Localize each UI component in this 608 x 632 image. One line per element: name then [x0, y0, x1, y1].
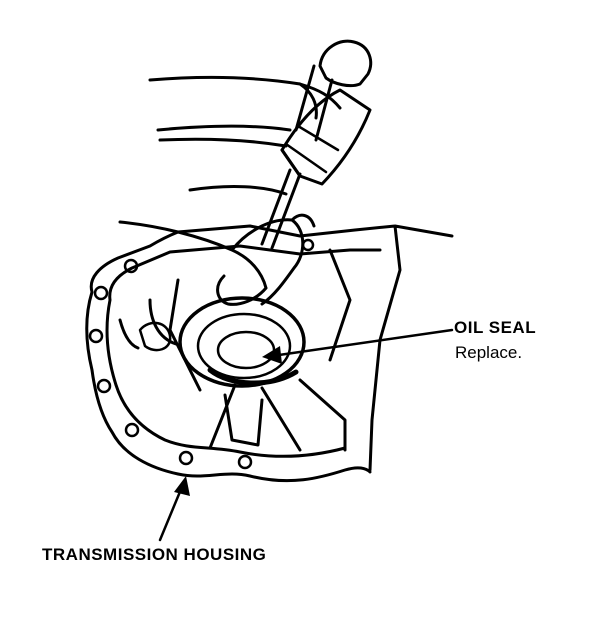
screwdriver-handle: [280, 88, 372, 186]
oil-seal-inner-ring: [196, 312, 292, 380]
housing-pocket: [138, 321, 172, 352]
oil-seal-lip: [207, 367, 299, 386]
hammer-head: [318, 39, 373, 88]
oil-seal-bore: [216, 330, 276, 370]
oil-seal-label: OIL SEAL: [454, 318, 537, 337]
housing-inner-rim: [105, 244, 382, 458]
hammer-handle: [294, 64, 334, 142]
housing-ribs: [118, 248, 352, 452]
upper-hand-outline: [148, 75, 342, 196]
oil-seal-arrowhead: [262, 346, 282, 364]
screwdriver-ferrule: [280, 148, 302, 178]
transmission-housing-label: TRANSMISSION HOUSING: [42, 545, 267, 564]
oil-seal-leader-line: [270, 328, 454, 358]
lower-hand-outline: [118, 213, 316, 306]
housing-arrowhead: [174, 476, 190, 496]
oil-seal-note: Replace.: [455, 343, 523, 362]
screwdriver-shaft: [260, 168, 302, 250]
oil-seal-outer-ring: [178, 296, 306, 388]
